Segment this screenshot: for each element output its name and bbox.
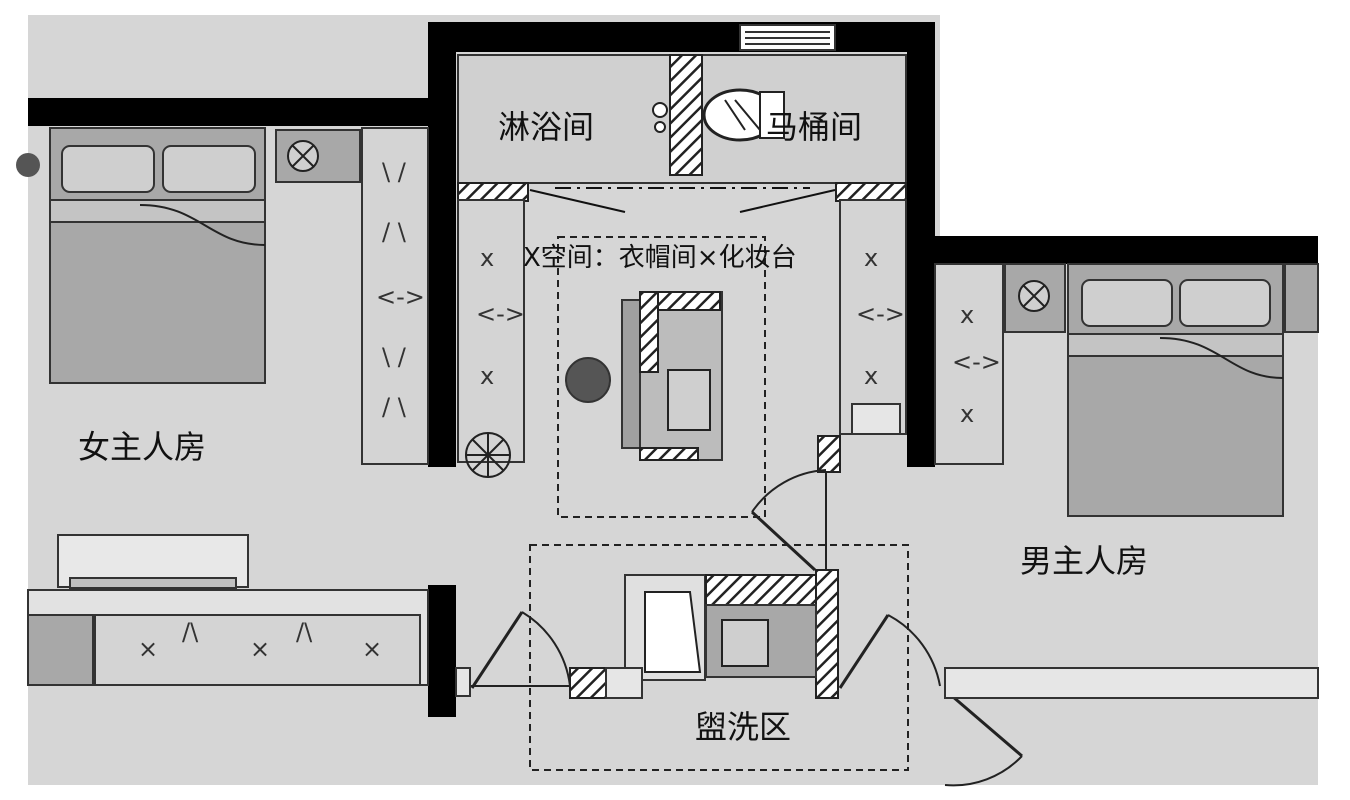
walls: [28, 22, 1318, 717]
washing-area-label: 盥洗区: [695, 708, 791, 746]
door-swing-icon: [750, 403, 901, 572]
window-top: [739, 24, 836, 51]
male-master-room-label: 男主人房: [1020, 542, 1148, 580]
door-swing-icon: [470, 611, 1319, 787]
nightstand-male: [1004, 263, 1066, 333]
svg-text:x: x: [864, 244, 878, 272]
svg-text:/\: /\: [296, 618, 313, 646]
svg-text:/\: /\: [182, 618, 199, 646]
svg-text:<->: <->: [856, 300, 905, 328]
svg-text:<->: <->: [952, 348, 1001, 376]
female-master-room-label: 女主人房: [78, 428, 206, 466]
washing-area: [455, 569, 839, 699]
sliding-door-left: [529, 189, 626, 213]
sink-icon: [721, 619, 769, 667]
svg-text:x: x: [480, 362, 494, 390]
svg-text:<->: <->: [376, 283, 425, 311]
bathroom: [457, 54, 907, 213]
wardrobe-male: x <-> x: [934, 263, 1004, 465]
toilet-icon: [702, 88, 785, 142]
svg-text:/ \: / \: [382, 393, 407, 421]
svg-text:×: ×: [250, 635, 270, 663]
x-space-label: X空间：衣帽间×化妆台: [523, 243, 797, 273]
shower-head-icon: [652, 102, 668, 133]
stool-icon: [565, 357, 611, 403]
dressing-table-island: [621, 291, 723, 461]
toilet-room-label: 马桶间: [766, 108, 862, 146]
bed-male: [1067, 263, 1319, 517]
svg-text:<->: <->: [476, 300, 525, 328]
svg-text:\ /: \ /: [382, 343, 407, 371]
x-space-cabinets: x <-> x x <-> x: [457, 199, 907, 463]
bed-female: [49, 127, 266, 384]
svg-text:x: x: [960, 400, 974, 428]
x-space-outline: [557, 236, 766, 518]
svg-text:×: ×: [138, 635, 158, 663]
lamp-female: [16, 153, 40, 177]
desk-female: [57, 534, 249, 589]
svg-text:/ \: / \: [382, 218, 407, 246]
svg-text:x: x: [480, 244, 494, 272]
shower-partition: [669, 54, 703, 176]
sliding-door-right: [739, 189, 836, 213]
outside-area-top-left: [28, 15, 428, 100]
svg-text:x: x: [864, 362, 878, 390]
washing-area-outline: [529, 544, 909, 771]
nightstand-female: [275, 129, 361, 183]
svg-text:x: x: [960, 301, 974, 329]
shower-room-label: 淋浴间: [498, 108, 594, 146]
wardrobe-female: \ / / \ <-> \ / / \: [361, 127, 429, 465]
plant-icon: [465, 432, 511, 478]
svg-text:\ /: \ /: [382, 158, 407, 186]
outside-area-top-right: [940, 15, 1318, 240]
sink-icon: [667, 369, 711, 431]
cabinet-bottom-left: × × × /\ /\: [27, 589, 429, 686]
svg-text:×: ×: [362, 635, 382, 663]
